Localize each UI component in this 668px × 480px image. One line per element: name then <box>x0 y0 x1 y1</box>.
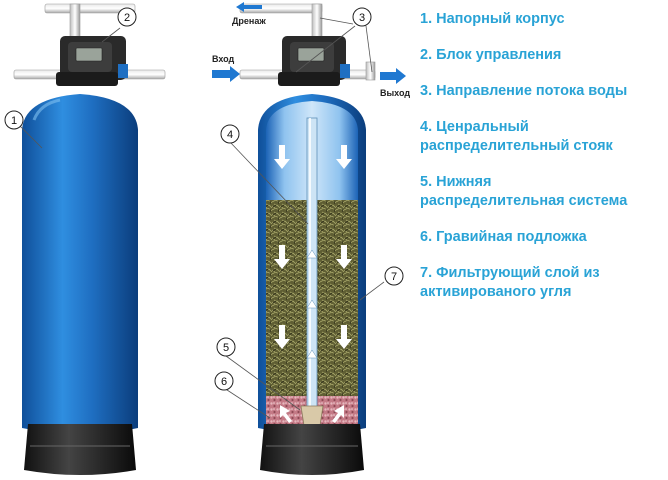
legend-item-7: 7. Фильтрующий слой из активированого уг… <box>420 264 665 302</box>
callout-7: 7 <box>384 266 404 286</box>
left-filter <box>13 3 166 475</box>
drain-label: Дренаж <box>232 16 266 26</box>
legend-item-7-text-2: активированого угля <box>420 284 572 300</box>
callout-1: 1 <box>4 110 24 130</box>
callout-5-label: 5 <box>223 342 229 354</box>
legend-item-1-text: Напорный корпус <box>436 11 565 27</box>
callout-1-label: 1 <box>11 115 17 127</box>
drain-arrow <box>236 2 262 12</box>
callout-7-label: 7 <box>391 271 397 283</box>
legend-item-1: 1. Напорный корпус <box>420 11 565 27</box>
callout-5: 5 <box>216 337 236 357</box>
callout-4-label: 4 <box>227 129 233 141</box>
legend: 1. Напорный корпус 2. Блок управления 3.… <box>420 10 665 302</box>
callout-3-label: 3 <box>359 12 365 24</box>
legend-item-5-text-2: распределительная система <box>420 193 628 209</box>
leader-lines <box>19 17 385 419</box>
callout-6-label: 6 <box>221 376 227 388</box>
callout-4: 4 <box>220 124 240 144</box>
legend-item-3: 3. Направление потока воды <box>420 83 628 99</box>
legend-item-4: 4. Ценральный распределительный стояк <box>420 118 665 156</box>
callout-2: 2 <box>117 7 137 27</box>
callout-6: 6 <box>214 371 234 391</box>
legend-item-4-text-2: распределительный стояк <box>420 138 613 154</box>
callout-2-label: 2 <box>124 12 130 24</box>
legend-item-5-text: Нижняя <box>436 174 492 190</box>
inlet-label: Вход <box>212 54 235 64</box>
up-arrows <box>306 249 318 359</box>
inlet-arrow <box>212 66 240 82</box>
callout-3: 3 <box>352 7 372 27</box>
outlet-label: Выход <box>380 88 411 98</box>
legend-item-5: 5. Нижняя распределительная система <box>420 173 665 211</box>
central-riser <box>306 117 318 409</box>
legend-item-6: 6. Гравийная подложка <box>420 229 587 245</box>
legend-item-3-text: Направление потока воды <box>436 83 628 99</box>
legend-item-6-text: Гравийная подложка <box>436 229 587 245</box>
legend-item-2: 2. Блок управления <box>420 47 562 63</box>
legend-item-4-text: Ценральный <box>436 119 529 135</box>
legend-item-2-text: Блок управления <box>436 47 562 63</box>
legend-item-7-text: Фильтрующий слой из <box>436 265 600 281</box>
right-filter <box>212 2 406 475</box>
outlet-arrow <box>380 68 406 84</box>
down-arrows <box>274 145 352 423</box>
